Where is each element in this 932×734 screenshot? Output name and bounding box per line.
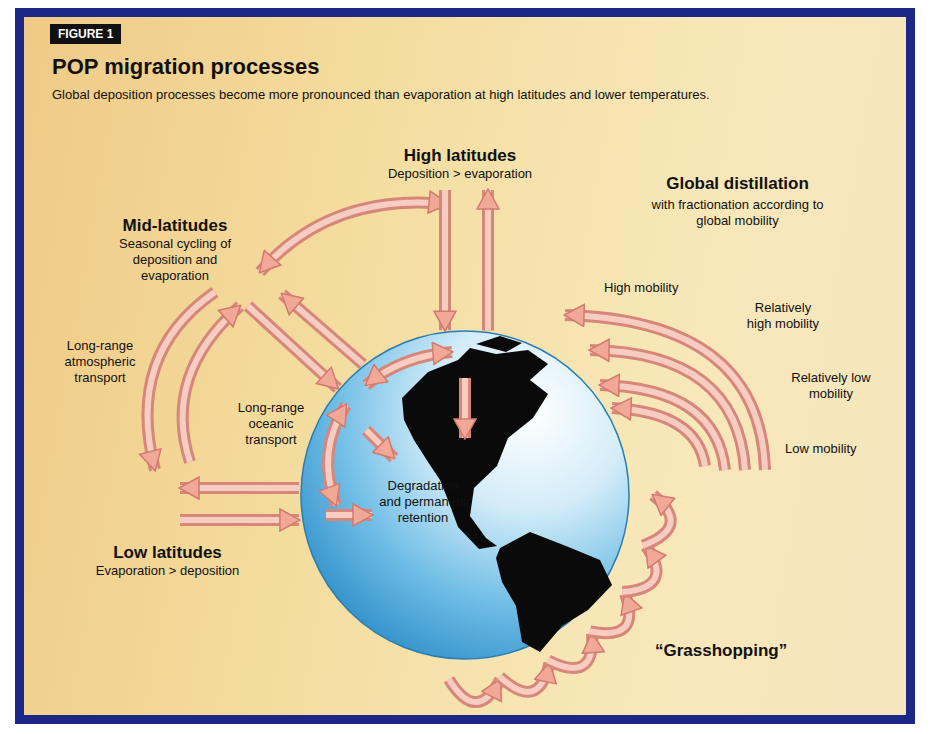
transport-arrows bbox=[445, 190, 488, 331]
arrow-shaft bbox=[180, 485, 299, 491]
arrow-head bbox=[183, 306, 240, 462]
arrow-shaft bbox=[643, 495, 671, 546]
arrow-shaft bbox=[485, 190, 491, 331]
globe-arrow bbox=[459, 378, 471, 438]
arrow-head bbox=[548, 634, 592, 668]
transport-arrows bbox=[148, 292, 241, 470]
hop-arrow bbox=[623, 546, 657, 592]
connector bbox=[260, 202, 448, 272]
arrow-head bbox=[248, 306, 338, 388]
connector bbox=[439, 190, 451, 330]
arrow-shaft bbox=[442, 190, 448, 330]
globe bbox=[301, 331, 629, 659]
arrow-shaft bbox=[548, 634, 592, 668]
transport-arrows bbox=[248, 294, 363, 388]
arrow-head bbox=[180, 488, 299, 489]
arrow-head bbox=[366, 430, 394, 458]
mobility-arrow bbox=[612, 408, 705, 466]
arrow-shaft bbox=[612, 408, 705, 466]
connector bbox=[482, 190, 494, 331]
region-body: Seasonal cycling of deposition and evapo… bbox=[116, 236, 234, 284]
arrow-shaft bbox=[183, 306, 240, 462]
arrow-head bbox=[366, 352, 452, 385]
region-node: Mid-latitudesSeasonal cycling of deposit… bbox=[100, 216, 250, 284]
region-heading: Mid-latitudes bbox=[100, 216, 250, 236]
arrow-shaft bbox=[180, 517, 299, 523]
mobility-label: Low mobility bbox=[785, 441, 857, 456]
hop-arrow bbox=[643, 495, 671, 546]
connector bbox=[183, 306, 240, 462]
figure-title: POP migration processes bbox=[52, 54, 319, 80]
edge-label: Long-range atmospheric transport bbox=[60, 338, 140, 386]
arrow-head bbox=[328, 405, 346, 505]
ocean-arrow bbox=[366, 352, 452, 385]
ocean-arrow bbox=[366, 430, 394, 458]
greenland bbox=[476, 336, 522, 352]
region-heading: High latitudes bbox=[375, 146, 545, 166]
arrow-head bbox=[500, 663, 550, 692]
hop-arrow bbox=[548, 634, 592, 668]
region-heading: Low latitudes bbox=[75, 543, 260, 563]
arrow-head bbox=[612, 408, 705, 466]
ocean-arrow bbox=[328, 405, 346, 505]
process-label: “Grasshopping” bbox=[655, 641, 787, 661]
mobility-label: High mobility bbox=[604, 280, 678, 295]
arrow-shaft bbox=[248, 306, 338, 388]
arrow-shaft bbox=[326, 512, 372, 518]
transport-label: Long-range oceanic transport bbox=[230, 400, 312, 448]
hop-arrow bbox=[500, 663, 550, 692]
arrow-shaft bbox=[366, 430, 394, 458]
arrow-head bbox=[465, 378, 466, 438]
arrow-head bbox=[643, 495, 671, 546]
arrow-shaft bbox=[462, 378, 468, 438]
hop-arrow bbox=[449, 679, 500, 702]
south-america bbox=[496, 532, 612, 652]
section-heading: Global distillation bbox=[640, 174, 835, 194]
section-body: with fractionation according to global m… bbox=[640, 197, 835, 229]
arrow-head bbox=[260, 202, 448, 272]
arrow-shaft bbox=[282, 294, 363, 364]
region-node: High latitudesDeposition > evaporation bbox=[375, 146, 545, 182]
ocean-arrow bbox=[326, 509, 372, 521]
arrow-head bbox=[488, 190, 489, 331]
arrow-head bbox=[326, 515, 372, 516]
region-body: Deposition > evaporation bbox=[375, 166, 545, 182]
connector bbox=[180, 514, 299, 526]
arrow-shaft bbox=[449, 679, 500, 702]
arrow-head bbox=[445, 190, 446, 330]
connector bbox=[180, 482, 299, 494]
transport-arrows bbox=[180, 488, 299, 520]
figure-subtitle: Global deposition processes become more … bbox=[52, 87, 710, 102]
connector bbox=[282, 294, 363, 364]
arrow-head bbox=[623, 546, 657, 592]
node-text: Degradation and permanent retention bbox=[376, 478, 470, 526]
arrow-shaft bbox=[328, 405, 346, 505]
transport-arrows bbox=[260, 202, 448, 272]
arrow-shaft bbox=[500, 663, 550, 692]
arrow-head bbox=[449, 679, 500, 702]
region-body: Evaporation > deposition bbox=[75, 563, 260, 579]
arrow-head bbox=[282, 294, 363, 364]
arrow-shaft bbox=[260, 202, 448, 272]
figure-tag: FIGURE 1 bbox=[50, 24, 121, 44]
connector bbox=[248, 306, 338, 388]
arrow-head bbox=[180, 520, 299, 521]
arrow-shaft bbox=[623, 546, 657, 592]
globe-node: Degradation and permanent retention bbox=[300, 330, 630, 660]
arrow-shaft bbox=[366, 352, 452, 385]
mobility-label: Relatively high mobility bbox=[742, 300, 824, 332]
mobility-label: Relatively low mobility bbox=[790, 370, 872, 402]
region-node: Low latitudesEvaporation > deposition bbox=[75, 543, 260, 579]
